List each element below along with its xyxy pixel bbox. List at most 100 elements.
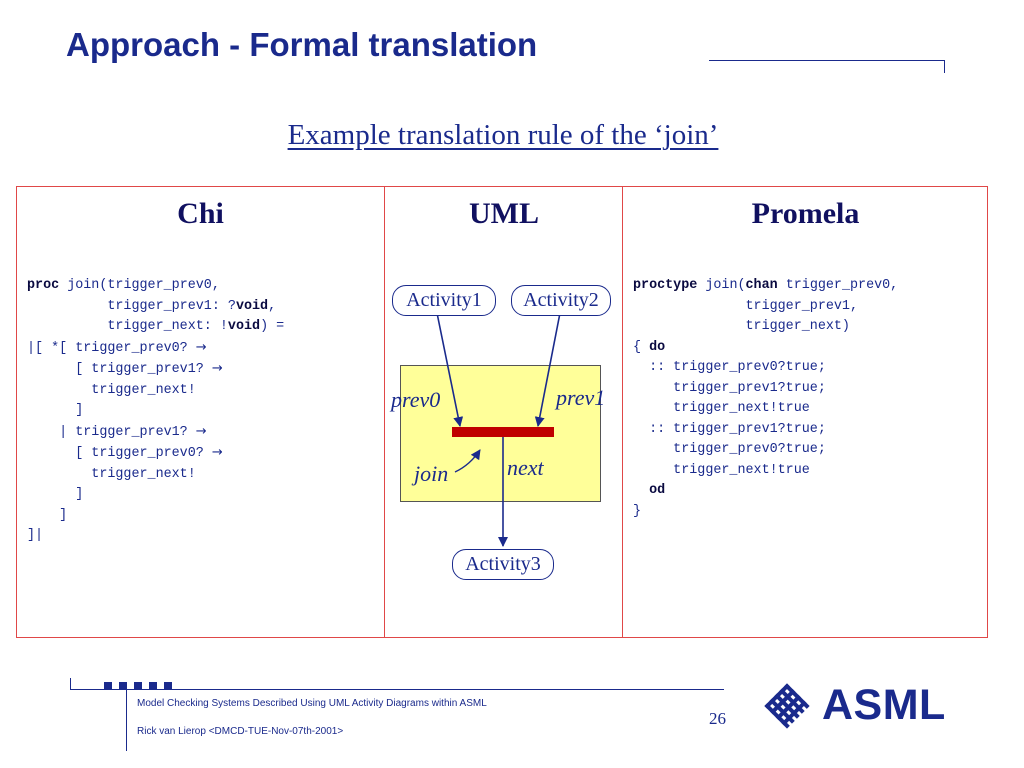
- promela-line: { do: [633, 340, 665, 355]
- code-text: ) =: [260, 319, 285, 334]
- asml-logo-text: ASML: [822, 681, 946, 729]
- activity1-node: Activity1: [392, 285, 496, 316]
- promela-line: :: trigger_prev0?true;: [633, 360, 826, 375]
- keyword: void: [235, 298, 269, 314]
- code-text: ]: [27, 507, 68, 523]
- footer-rule: [70, 689, 724, 690]
- chi-line: trigger_next: !void) =: [27, 319, 284, 334]
- keyword: proctype: [633, 278, 698, 293]
- footer-square: [164, 682, 172, 690]
- activity2-node: Activity2: [511, 285, 611, 316]
- title-rule-tick: [944, 60, 945, 73]
- right-arrow-icon: →: [211, 361, 223, 376]
- promela-line: trigger_prev0?true;: [633, 442, 826, 457]
- code-text: [ trigger_prev0?: [27, 446, 212, 461]
- code-text: ]: [27, 487, 84, 502]
- keyword: do: [649, 339, 666, 355]
- footer-vertical-rule: [126, 689, 127, 751]
- code-text: trigger_next: !: [27, 319, 228, 334]
- chi-line: ]|: [27, 528, 43, 543]
- column-divider-1: [384, 186, 385, 638]
- promela-line: trigger_next): [633, 319, 850, 334]
- code-text: trigger_next!: [27, 382, 196, 398]
- code-text: }: [633, 503, 642, 519]
- footer-square: [119, 682, 127, 690]
- promela-line: od: [633, 483, 665, 498]
- code-text: ]|: [27, 528, 44, 543]
- flow-prev1-arrow: [534, 312, 561, 427]
- code-text: ,: [268, 298, 277, 314]
- chi-line: | trigger_prev1? →: [27, 423, 207, 440]
- promela-line: :: trigger_prev1?true;: [633, 422, 826, 437]
- code-text: trigger_prev1: ?: [27, 298, 236, 314]
- prev0-label: prev0: [391, 387, 441, 412]
- right-arrow-icon: →: [211, 445, 223, 460]
- chi-line: trigger_next!: [27, 382, 196, 398]
- promela-line: trigger_next!true: [633, 463, 810, 478]
- code-text: join(: [697, 278, 746, 293]
- activity3-node: Activity3: [452, 549, 554, 580]
- chi-line: ]: [27, 487, 83, 502]
- code-text: [ trigger_prev1?: [27, 362, 212, 377]
- next-label: next: [507, 455, 544, 480]
- comparison-table: [16, 186, 988, 638]
- code-text: ]: [27, 403, 84, 418]
- uml-heading: UML: [469, 197, 539, 230]
- keyword: od: [649, 483, 666, 498]
- asml-logo-icon: [764, 683, 810, 729]
- code-text: :: trigger_prev0?true;: [633, 360, 826, 375]
- promela-line: trigger_prev1,: [633, 299, 858, 314]
- chi-line: |[ *[ trigger_prev0? →: [27, 339, 207, 356]
- column-divider-2: [622, 186, 623, 638]
- flow-prev0-arrow: [436, 312, 464, 427]
- promela-line: trigger_next!true: [633, 401, 810, 416]
- chi-line: proc join(trigger_prev0,: [27, 278, 220, 293]
- chi-heading: Chi: [177, 197, 224, 230]
- right-arrow-icon: →: [195, 339, 207, 355]
- promela-line: trigger_prev1?true;: [633, 381, 826, 396]
- code-text: trigger_prev1?true;: [633, 380, 826, 396]
- code-text: trigger_next): [633, 319, 850, 334]
- join-bar: [452, 427, 554, 437]
- chi-line: ]: [27, 508, 67, 523]
- keyword: chan: [745, 278, 778, 293]
- join-pointer: [454, 449, 481, 473]
- footer-presentation-title: Model Checking Systems Described Using U…: [137, 698, 487, 709]
- keyword: void: [227, 319, 261, 334]
- prev1-label: prev1: [556, 385, 606, 410]
- code-text: trigger_next!true: [633, 401, 810, 416]
- footer-rule-tick: [70, 678, 71, 689]
- code-text: trigger_prev0,: [777, 278, 899, 293]
- footer-author: Rick van Lierop <DMCD-TUE-Nov-07th-2001>: [137, 726, 344, 737]
- slide-title: Approach - Formal translation: [66, 26, 538, 63]
- promela-code: proctype join(chan trigger_prev0, trigge…: [633, 276, 898, 522]
- right-arrow-icon: →: [195, 423, 207, 439]
- join-label: join: [414, 461, 449, 486]
- chi-line: ]: [27, 403, 83, 418]
- page-number: 26: [709, 709, 726, 728]
- title-rule: [709, 60, 945, 61]
- keyword: proc: [27, 278, 60, 293]
- footer-square: [149, 682, 157, 690]
- code-text: trigger_prev1,: [633, 298, 858, 314]
- chi-line: [ trigger_prev1? →: [27, 361, 223, 377]
- footer-square: [134, 682, 142, 690]
- code-text: |[ *[ trigger_prev0?: [27, 340, 196, 356]
- code-text: | trigger_prev1?: [27, 424, 196, 440]
- chi-line: trigger_prev1: ?void,: [27, 299, 276, 314]
- code-text: trigger_prev0?true;: [633, 442, 826, 457]
- promela-line: }: [633, 504, 641, 519]
- chi-code: proc join(trigger_prev0, trigger_prev1: …: [27, 276, 284, 547]
- code-text: join(trigger_prev0,: [59, 278, 220, 293]
- code-text: trigger_next!true: [633, 462, 810, 478]
- footer-square: [104, 682, 112, 690]
- slide-subtitle: Example translation rule of the ‘join’: [287, 119, 719, 151]
- chi-line: [ trigger_prev0? →: [27, 445, 223, 461]
- promela-line: proctype join(chan trigger_prev0,: [633, 278, 898, 293]
- code-text: trigger_next!: [27, 466, 196, 482]
- promela-heading: Promela: [751, 197, 860, 230]
- chi-line: trigger_next!: [27, 466, 196, 482]
- code-text: :: trigger_prev1?true;: [633, 421, 826, 437]
- code-text: {: [633, 339, 650, 355]
